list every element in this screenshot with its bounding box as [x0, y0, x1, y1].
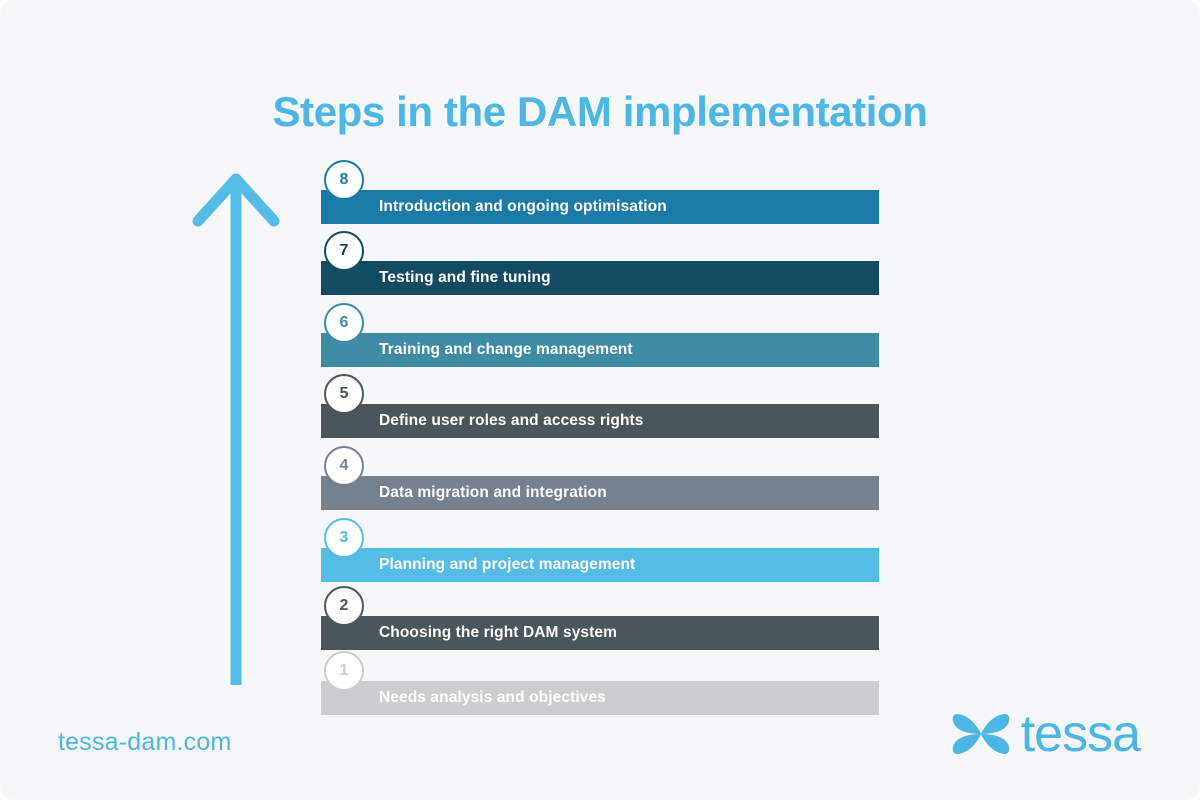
- step-item-6[interactable]: Training and change management 6: [321, 303, 879, 367]
- step-label-4: Data migration and integration: [379, 484, 607, 501]
- step-badge-7: 7: [324, 231, 364, 271]
- step-number-7: 7: [339, 242, 349, 259]
- step-badge-1: 1: [324, 651, 364, 691]
- step-label-2: Choosing the right DAM system: [379, 624, 617, 641]
- step-bar-6[interactable]: Training and change management: [321, 333, 879, 367]
- step-item-3[interactable]: Planning and project management 3: [321, 518, 879, 582]
- step-bar-2[interactable]: Choosing the right DAM system: [321, 616, 879, 650]
- step-item-1[interactable]: Needs analysis and objectives 1: [321, 651, 879, 715]
- step-number-4: 4: [339, 457, 349, 474]
- steps-list: Introduction and ongoing optimisation 8 …: [321, 160, 881, 715]
- step-item-2[interactable]: Choosing the right DAM system 2: [321, 586, 879, 650]
- step-bar-7[interactable]: Testing and fine tuning: [321, 261, 879, 295]
- tessa-wordmark: tessa: [1020, 705, 1141, 763]
- step-label-3: Planning and project management: [379, 556, 636, 573]
- step-number-5: 5: [339, 385, 349, 402]
- step-bar-3[interactable]: Planning and project management: [321, 548, 879, 582]
- step-badge-6: 6: [324, 303, 364, 343]
- step-badge-4: 4: [324, 446, 364, 486]
- step-number-6: 6: [339, 314, 349, 331]
- step-label-1: Needs analysis and objectives: [379, 689, 606, 706]
- step-item-7[interactable]: Testing and fine tuning 7: [321, 231, 879, 295]
- footer-website-url[interactable]: tessa-dam.com: [58, 728, 232, 756]
- step-badge-5: 5: [324, 374, 364, 414]
- step-label-8: Introduction and ongoing optimisation: [379, 198, 667, 215]
- step-badge-3: 3: [324, 518, 364, 558]
- tessa-logo[interactable]: tessa: [951, 705, 1141, 763]
- step-number-1: 1: [339, 662, 349, 679]
- step-label-6: Training and change management: [379, 341, 633, 358]
- butterfly-icon: [952, 714, 1009, 754]
- page-title: Steps in the DAM implementation: [272, 88, 928, 135]
- step-bar-5[interactable]: Define user roles and access rights: [321, 404, 879, 438]
- step-label-7: Testing and fine tuning: [379, 269, 551, 286]
- step-number-2: 2: [339, 597, 349, 614]
- step-bar-4[interactable]: Data migration and integration: [321, 476, 879, 510]
- upward-arrow-icon: [192, 173, 280, 685]
- step-badge-2: 2: [324, 586, 364, 626]
- step-item-5[interactable]: Define user roles and access rights 5: [321, 374, 879, 438]
- step-label-5: Define user roles and access rights: [379, 412, 644, 429]
- step-bar-1[interactable]: Needs analysis and objectives: [321, 681, 879, 715]
- step-badge-8: 8: [324, 160, 364, 200]
- step-item-4[interactable]: Data migration and integration 4: [321, 446, 879, 510]
- step-item-8[interactable]: Introduction and ongoing optimisation 8: [321, 160, 879, 224]
- step-number-3: 3: [339, 529, 349, 546]
- step-bar-8[interactable]: Introduction and ongoing optimisation: [321, 190, 879, 224]
- step-number-8: 8: [339, 171, 349, 188]
